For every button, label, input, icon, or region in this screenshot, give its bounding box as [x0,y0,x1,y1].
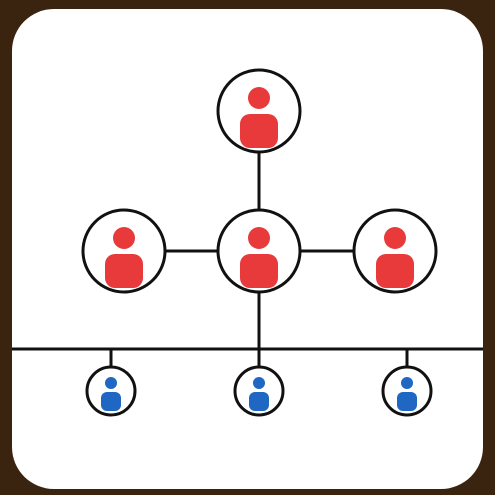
person-icon [240,87,278,148]
person-icon [101,377,121,411]
person-icon [397,377,417,411]
node-top [216,68,302,154]
node-bottom-right [381,365,433,417]
node-right [352,208,438,294]
person-icon [240,227,278,288]
org-chart-card [12,9,483,489]
person-icon [376,227,414,288]
org-chart-diagram [12,68,483,417]
node-bottom-center [233,365,285,417]
node-left [81,208,167,294]
node-bottom-left [85,365,137,417]
node-center [216,208,302,294]
person-icon [249,377,269,411]
connector-lines [12,152,483,367]
person-icon [105,227,143,288]
